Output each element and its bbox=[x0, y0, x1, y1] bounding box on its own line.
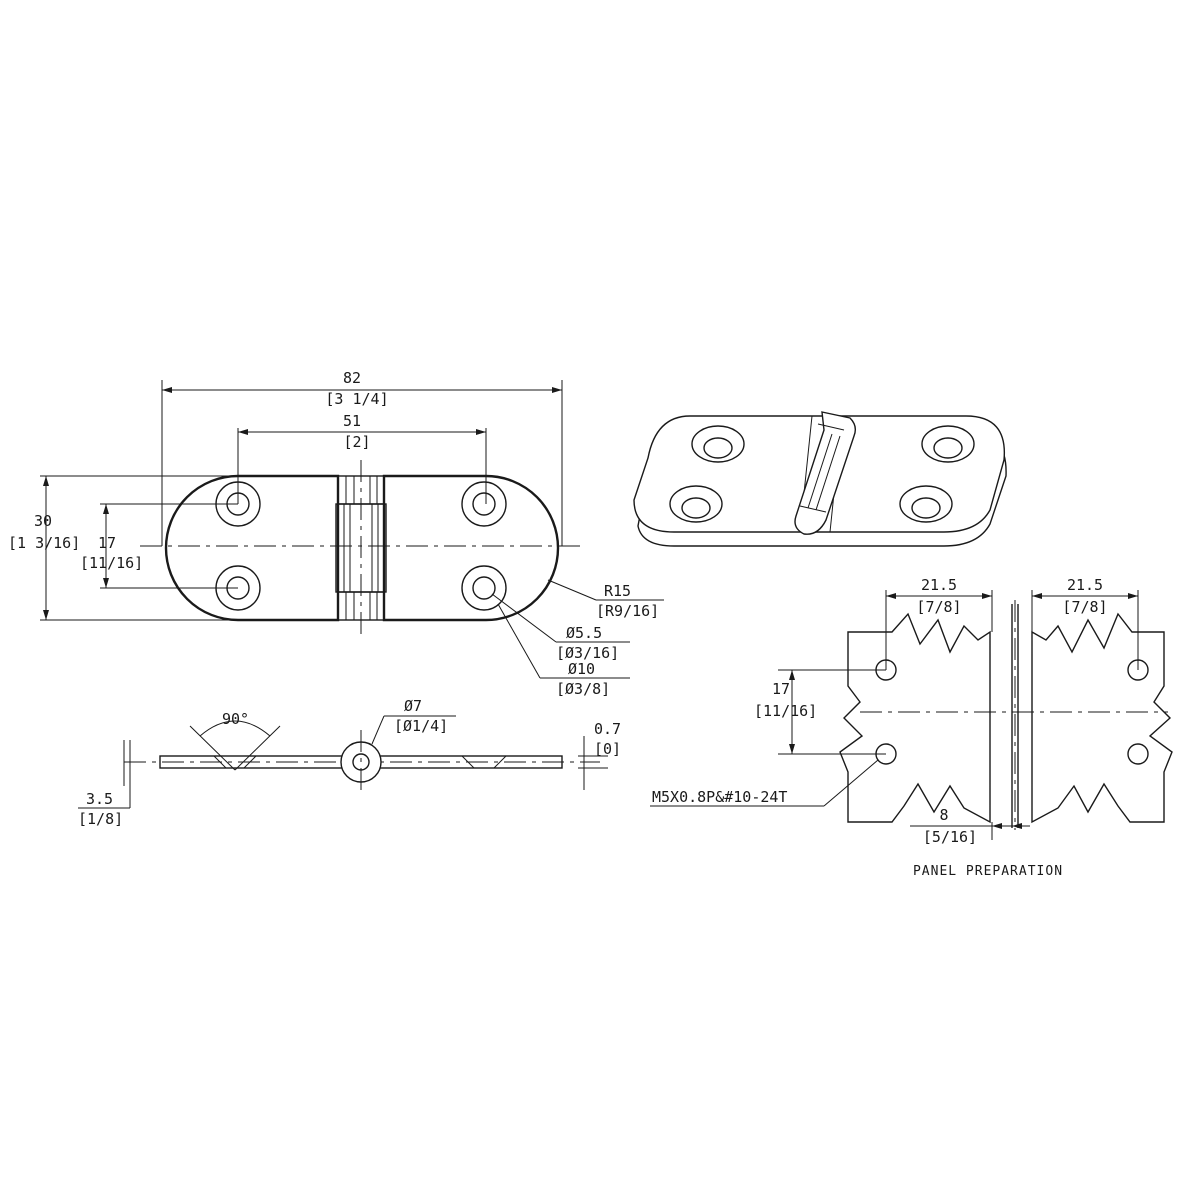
hole-dia-dim-in: [Ø3/16] bbox=[556, 644, 619, 662]
pin-dia-dim: Ø7 bbox=[404, 697, 422, 715]
width-dim: 30 bbox=[34, 512, 52, 530]
hole-pitch-dim: 17 bbox=[98, 534, 116, 552]
right-offset-dim-in: [7/8] bbox=[1062, 598, 1107, 616]
width-dim-in: [1 3/16] bbox=[8, 534, 80, 552]
hole-spacing-dim: 51 bbox=[343, 412, 361, 430]
total-thk-dim-in: [1/8] bbox=[78, 810, 123, 828]
panel-preparation: 21.5 [7/8] 21.5 [7/8] 17 [11/16] M5X0.8P… bbox=[650, 576, 1173, 879]
panel-pitch-dim: 17 bbox=[772, 680, 790, 698]
left-offset-dim: 21.5 bbox=[921, 576, 957, 594]
leaf-thk-dim-in: [0] bbox=[594, 740, 621, 758]
angle-dim: 90° bbox=[222, 710, 249, 728]
overall-length-dim: 82 bbox=[343, 369, 361, 387]
hinge-top-view: 82 [3 1/4] 51 [2] 30 [1 3/16] 17 [11/16]… bbox=[8, 369, 664, 698]
hinge-side-view: 90° Ø7 [Ø1/4] 0.7 [0] 3.5 [1/8] bbox=[78, 697, 621, 828]
csk-dia-dim-in: [Ø3/8] bbox=[556, 680, 610, 698]
panel-caption: PANEL PREPARATION bbox=[913, 864, 1063, 879]
pin-dia-dim-in: [Ø1/4] bbox=[394, 717, 448, 735]
gap-dim-in: [5/16] bbox=[923, 828, 977, 846]
hinge-isometric-view bbox=[633, 411, 1007, 547]
left-offset-dim-in: [7/8] bbox=[916, 598, 961, 616]
panel-pitch-dim-in: [11/16] bbox=[754, 702, 817, 720]
right-offset-dim: 21.5 bbox=[1067, 576, 1103, 594]
gap-dim: 8 bbox=[939, 806, 948, 824]
hole-spacing-dim-in: [2] bbox=[343, 433, 370, 451]
csk-dia-dim: Ø10 bbox=[568, 660, 595, 678]
radius-dim-in: [R9/16] bbox=[596, 602, 659, 620]
total-thk-dim: 3.5 bbox=[86, 790, 113, 808]
hole-pitch-dim-in: [11/16] bbox=[80, 554, 143, 572]
leaf-thk-dim: 0.7 bbox=[594, 720, 621, 738]
thread-spec: M5X0.8P&#10-24T bbox=[652, 788, 787, 806]
overall-length-dim-in: [3 1/4] bbox=[325, 390, 388, 408]
radius-dim: R15 bbox=[604, 582, 631, 600]
hole-dia-dim: Ø5.5 bbox=[566, 624, 602, 642]
